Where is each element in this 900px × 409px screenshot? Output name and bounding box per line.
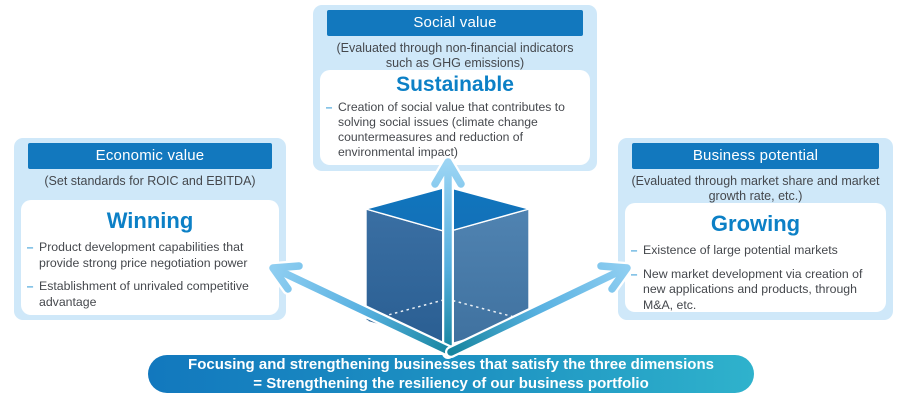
cube-hidden-edges	[365, 298, 530, 322]
cube-left-face	[365, 208, 448, 346]
economic-bullet-2: – Establishment of unrivaled competitive…	[21, 279, 273, 310]
economic-value-card: Winning – Product development capabiliti…	[21, 200, 279, 315]
business-bullet-2-text: New market development via creation of n…	[643, 266, 863, 312]
panel-business-potential: Business potential (Evaluated through ma…	[618, 138, 893, 320]
business-potential-subtitle: (Evaluated through market share and mark…	[631, 174, 880, 203]
business-bullet-1: – Existence of large potential markets	[625, 243, 880, 259]
economic-bullet-2-text: Establishment of unrivaled competitive a…	[39, 279, 249, 309]
business-potential-header: Business potential	[632, 143, 879, 169]
cube-right-face	[446, 208, 530, 346]
panel-social-value: Social value (Evaluated through non-fina…	[313, 5, 597, 171]
cube	[365, 186, 530, 346]
economic-bullet-1: – Product development capabilities that …	[21, 240, 273, 271]
axis-arrow-up	[429, 156, 467, 359]
panel-economic-value: Economic value (Set standards for ROIC a…	[14, 138, 286, 320]
bullet-dash: –	[26, 279, 34, 293]
conclusion-banner-line2: = Strengthening the resiliency of our bu…	[253, 375, 649, 392]
bullet-dash: –	[26, 240, 34, 254]
social-bullet-1-text: Creation of social value that contribute…	[338, 100, 565, 159]
cube-top-face	[365, 186, 530, 233]
social-bullet-1: – Creation of social value that contribu…	[320, 100, 584, 160]
business-bullet-2: – New market development via creation of…	[625, 267, 880, 314]
bullet-dash: –	[630, 243, 638, 257]
bullet-dash: –	[630, 266, 638, 281]
bullet-dash: –	[325, 100, 333, 114]
economic-keyword: Winning	[106, 208, 194, 233]
economic-bullet-1-text: Product development capabilities that pr…	[39, 240, 248, 270]
axis-arrow-left	[267, 260, 457, 358]
conclusion-banner-line1: Focusing and strengthening businesses th…	[188, 356, 714, 373]
business-keyword: Growing	[710, 211, 801, 236]
social-value-subtitle: (Evaluated through non-financial indicat…	[336, 41, 574, 70]
axis-arrow-right	[445, 260, 633, 358]
social-value-header: Social value	[327, 10, 583, 36]
social-value-card: Sustainable – Creation of social value t…	[320, 70, 590, 165]
social-keyword: Sustainable	[396, 73, 514, 96]
conclusion-banner: Focusing and strengthening businesses th…	[148, 355, 754, 393]
economic-value-header: Economic value	[28, 143, 272, 169]
business-bullet-1-text: Existence of large potential markets	[643, 243, 838, 257]
economic-value-subtitle: (Set standards for ROIC and EBITDA)	[44, 174, 256, 188]
business-potential-card: Growing – Existence of large potential m…	[625, 203, 886, 312]
